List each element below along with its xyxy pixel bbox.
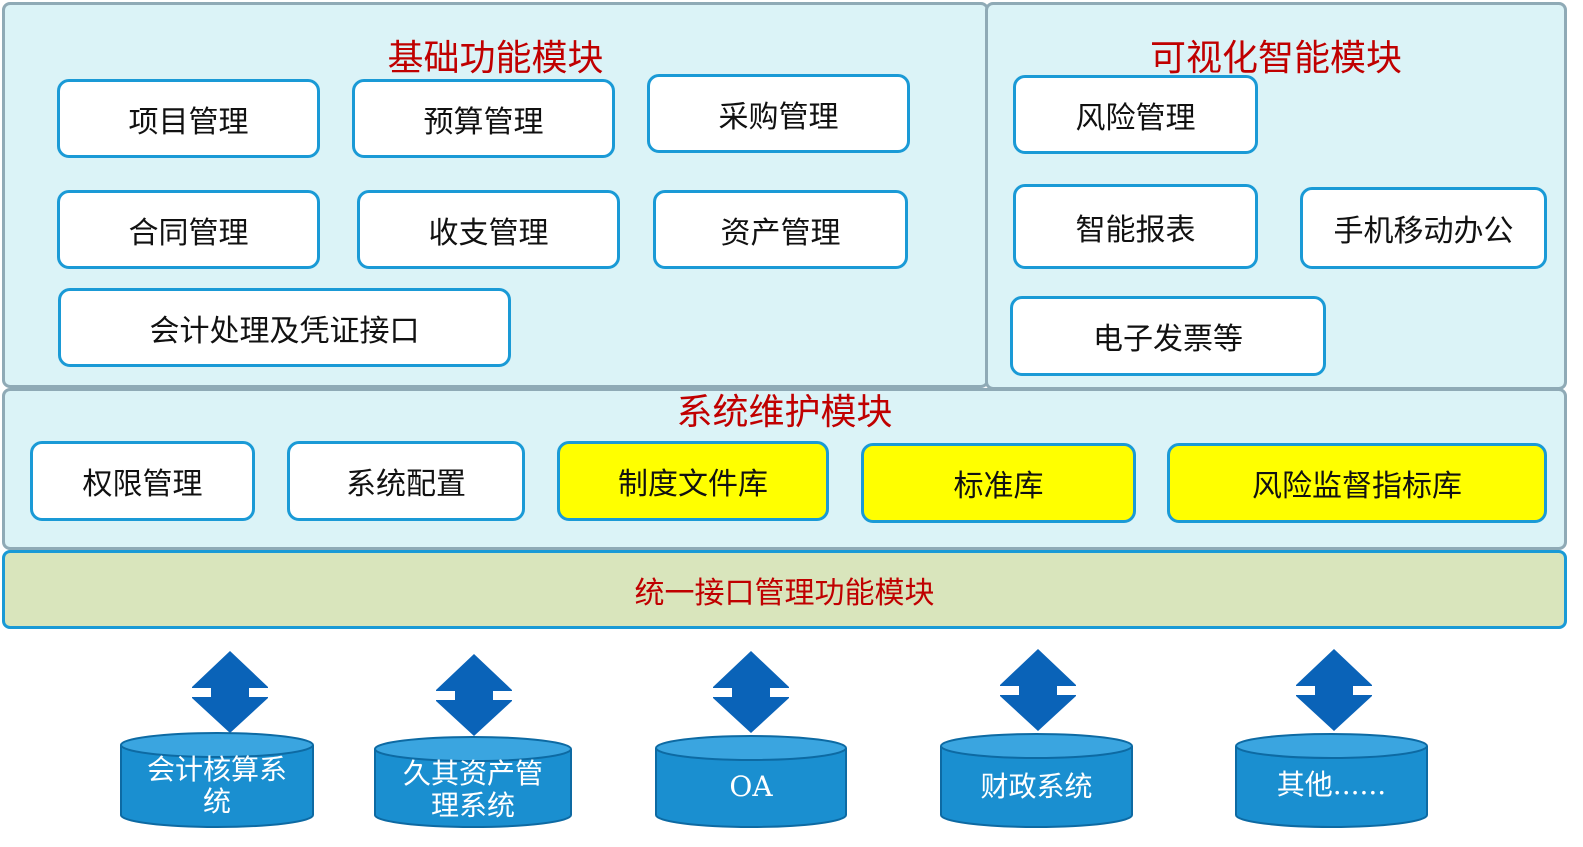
item-contract-management: 合同管理	[57, 190, 320, 269]
database-icon	[655, 735, 847, 828]
database-icon	[940, 733, 1133, 828]
database-icon	[120, 732, 314, 828]
visual-module-title: 可视化智能模块	[1149, 38, 1402, 79]
external-system-other: 其他......	[1235, 733, 1428, 828]
external-system-label: 统	[202, 785, 231, 818]
external-system-oa: OA	[655, 735, 847, 828]
external-system-label: 其他......	[1276, 768, 1387, 801]
double-arrow-icon	[436, 654, 512, 736]
database-icon	[1235, 733, 1428, 828]
item-e-invoice: 电子发票等	[1010, 296, 1326, 376]
item-accounting-voucher-interface: 会计处理及凭证接口	[58, 288, 511, 367]
item-budget-management: 预算管理	[352, 79, 615, 158]
interface-module-bar: 统一接口管理功能模块	[2, 550, 1567, 629]
external-system-accounting: 会计核算系 统	[120, 732, 314, 828]
item-project-management: 项目管理	[57, 79, 320, 158]
double-arrow-icon	[1000, 649, 1076, 731]
maintenance-module-title: 系统维护模块	[676, 392, 893, 433]
double-arrow-icon	[1296, 649, 1372, 731]
external-system-label: 久其资产管	[402, 757, 543, 790]
database-icon	[374, 736, 572, 828]
external-system-label: 理系统	[430, 789, 515, 822]
basic-module-title: 基础功能模块	[387, 38, 604, 79]
double-arrow-icon	[192, 651, 268, 733]
interface-module-title: 统一接口管理功能模块	[634, 575, 935, 611]
external-system-jiuqi-asset: 久其资产管 理系统	[374, 736, 572, 828]
item-risk-management: 风险管理	[1013, 75, 1258, 154]
item-permission-management: 权限管理	[30, 441, 255, 521]
item-system-config: 系统配置	[287, 441, 525, 521]
external-system-label: OA	[729, 770, 773, 803]
item-standards-library: 标准库	[861, 443, 1136, 523]
item-policy-library: 制度文件库	[557, 441, 829, 521]
item-asset-management: 资产管理	[653, 190, 908, 269]
item-smart-reports: 智能报表	[1013, 184, 1258, 269]
external-system-finance: 财政系统	[940, 733, 1133, 828]
external-system-label: 财政系统	[980, 770, 1093, 803]
item-procurement-management: 采购管理	[647, 74, 910, 153]
double-arrow-icon	[713, 651, 789, 733]
item-income-expense-management: 收支管理	[357, 190, 620, 269]
item-risk-indicator-library: 风险监督指标库	[1167, 443, 1547, 523]
external-system-label: 会计核算系	[146, 753, 287, 786]
item-mobile-office: 手机移动办公	[1300, 187, 1547, 269]
